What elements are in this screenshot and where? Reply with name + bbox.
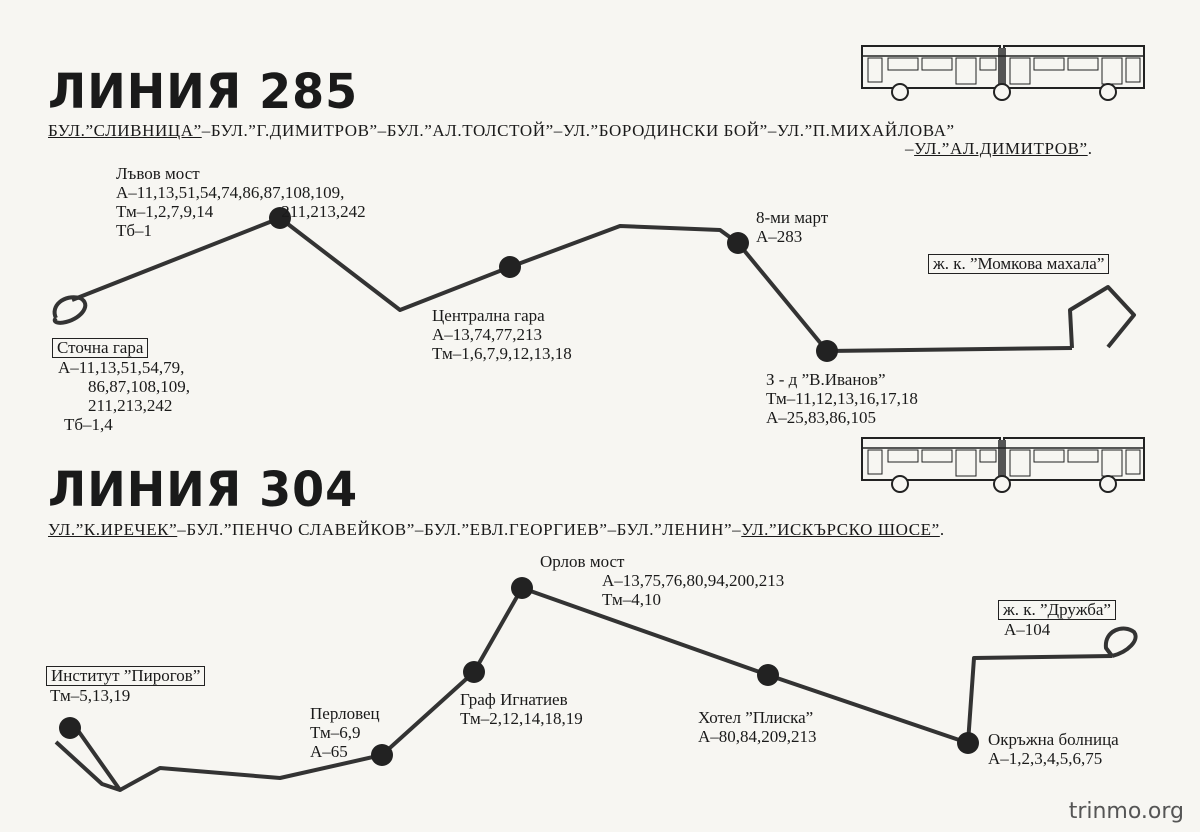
stop-name: Институт ”Пирогов”	[46, 666, 206, 686]
tram-routes: Тм–1,2,7,9,14	[116, 202, 214, 221]
stop-name: Граф Игнатиев	[460, 690, 568, 709]
watermark: trinmo.org	[1068, 799, 1184, 824]
period: .	[939, 520, 945, 539]
stop-routes: Тб–1	[116, 221, 153, 240]
stop-routes: А–13,74,77,213	[432, 325, 543, 344]
period: .	[1087, 139, 1093, 158]
stop-name: Лъвов мост	[116, 164, 200, 183]
bus-icon	[861, 45, 1145, 101]
stop-routes: Тм–11,12,13,16,17,18	[766, 389, 918, 408]
stop-name: ж. к. ”Момкова махала”	[928, 254, 1110, 274]
stop-name: ж. к. ”Дружба”	[998, 600, 1116, 620]
stop-marker-8mi-mart	[727, 232, 749, 254]
stop-routes: Тм–1,2,7,9,14 211,213,242	[116, 202, 366, 221]
bus-routes-cont: 211,213,242	[281, 202, 366, 221]
stop-druzhba: ж. к. ”Дружба” А–104	[998, 600, 1116, 639]
line-285-title: ЛИНИЯ 285	[48, 62, 359, 120]
stop-routes: Тм–1,6,7,9,12,13,18	[432, 344, 572, 363]
stop-stochna-gara: Сточна гара А–11,13,51,54,79, 86,87,108,…	[52, 338, 190, 434]
stop-name: Окръжна болница	[988, 730, 1119, 749]
street-irechek: УЛ.”К.ИРЕЧЕК”	[48, 520, 178, 539]
stop-orlov-most: Орлов мост А–13,75,76,80,94,200,213 Тм–4…	[540, 552, 784, 609]
street-slivnica: БУЛ.”СЛИВНИЦА”	[48, 121, 202, 140]
stop-okrazhna-bolnica: Окръжна болница А–1,2,3,4,5,6,75	[988, 730, 1119, 768]
stop-routes: Тб–1,4	[64, 415, 113, 434]
stop-graf-ignatiev: Граф Игнатиев Тм–2,12,14,18,19	[460, 690, 583, 728]
stop-routes: Тм–2,12,14,18,19	[460, 709, 583, 728]
stop-routes: А–13,75,76,80,94,200,213	[602, 571, 785, 590]
stop-name: Централна гара	[432, 306, 545, 325]
line-285-stops	[269, 207, 838, 362]
stop-pirogov: Институт ”Пирогов” Тм–5,13,19	[46, 666, 206, 705]
stop-marker-zd-ivanov	[816, 340, 838, 362]
street-iskarsko-shose: УЛ.”ИСКЪРСКО ШОСЕ”	[741, 520, 940, 539]
stop-marker-pliska	[757, 664, 779, 686]
line-285-route	[52, 216, 1136, 353]
stop-routes: А–25,83,86,105	[766, 408, 877, 427]
stop-momkova-mahala: ж. к. ”Момкова махала”	[928, 254, 1110, 274]
stop-routes: А–11,13,51,54,79,	[58, 358, 185, 377]
street-al-dimitrov: УЛ.”АЛ.ДИМИТРОВ”	[914, 139, 1088, 158]
line-304-title: ЛИНИЯ 304	[48, 460, 359, 518]
stop-marker-perlovec	[371, 744, 393, 766]
stop-routes: А–104	[1004, 620, 1051, 639]
stop-marker-centralna-gara	[499, 256, 521, 278]
stop-name: 8-ми март	[756, 208, 829, 227]
stop-name: Хотел ”Плиска”	[698, 708, 814, 727]
stop-name: Орлов мост	[540, 552, 625, 571]
line-304-stops	[59, 577, 979, 766]
stop-routes: А–80,84,209,213	[698, 727, 817, 746]
stop-name: Перловец	[310, 704, 380, 723]
stop-zd-ivanov: З - д ”В.Иванов” Тм–11,12,13,16,17,18 А–…	[766, 370, 918, 427]
streets-middle: –БУЛ.”Г.ДИМИТРОВ”–БУЛ.”АЛ.ТОЛСТОЙ”–УЛ.”Б…	[201, 121, 955, 140]
stop-lvov-most: Лъвов мост А–11,13,51,54,74,86,87,108,10…	[116, 164, 366, 240]
stop-routes: А–11,13,51,54,74,86,87,108,109,	[116, 183, 345, 202]
stop-marker-pirogov	[59, 717, 81, 739]
stop-marker-okrazhna	[957, 732, 979, 754]
stop-routes: Тм–5,13,19	[50, 686, 131, 705]
bus-icon	[861, 437, 1145, 493]
stop-marker-graf-ignatiev	[463, 661, 485, 683]
stop-name: Сточна гара	[52, 338, 149, 358]
stop-routes: 86,87,108,109,	[88, 377, 190, 396]
stop-routes: 211,213,242	[88, 396, 173, 415]
line-285-streets-1: БУЛ.”СЛИВНИЦА”–БУЛ.”Г.ДИМИТРОВ”–БУЛ.”АЛ.…	[48, 121, 955, 141]
stop-routes: А–65	[310, 742, 348, 761]
line-304-route	[54, 586, 1138, 792]
stop-pliska: Хотел ”Плиска” А–80,84,209,213	[698, 708, 817, 746]
dash: –	[905, 139, 915, 158]
stop-routes: А–283	[756, 227, 803, 246]
stop-marker-orlov-most	[511, 577, 533, 599]
stop-perlovec: Перловец Тм–6,9 А–65	[310, 704, 380, 761]
streets-middle: –БУЛ.”ПЕНЧО СЛАВЕЙКОВ”–БУЛ.”ЕВЛ.ГЕОРГИЕВ…	[177, 520, 742, 539]
stop-routes: А–1,2,3,4,5,6,75	[988, 749, 1103, 768]
stop-marker-lvov-most	[269, 207, 291, 229]
stop-routes: Тм–6,9	[310, 723, 361, 742]
stop-8mi-mart: 8-ми март А–283	[756, 208, 828, 246]
stop-centralna-gara: Централна гара А–13,74,77,213 Тм–1,6,7,9…	[432, 306, 572, 363]
stop-routes: Тм–4,10	[602, 590, 661, 609]
line-285-streets-2: –УЛ.”АЛ.ДИМИТРОВ”.	[905, 139, 1093, 159]
line-304-streets: УЛ.”К.ИРЕЧЕК”–БУЛ.”ПЕНЧО СЛАВЕЙКОВ”–БУЛ.…	[48, 520, 945, 540]
stop-name: З - д ”В.Иванов”	[766, 370, 886, 389]
